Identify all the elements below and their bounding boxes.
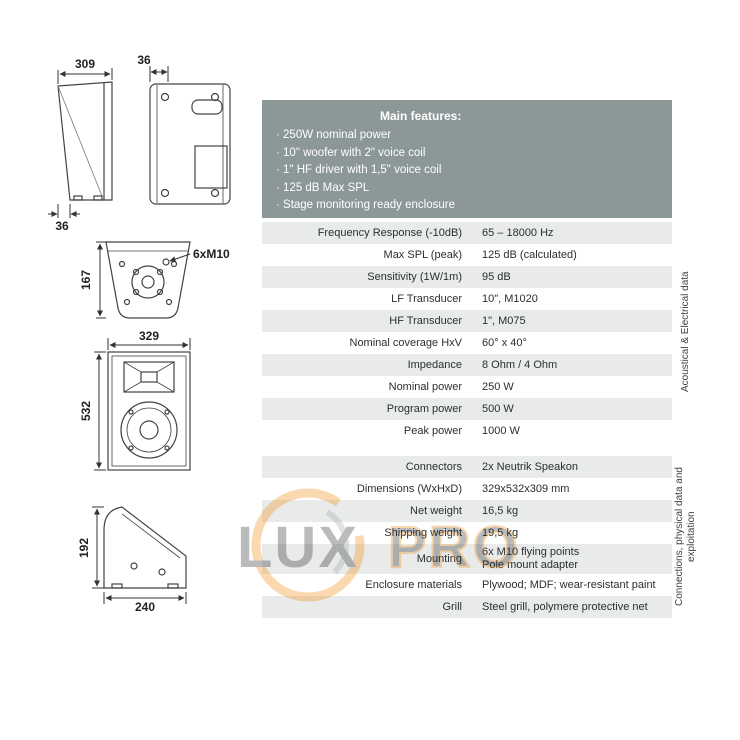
dim-329-label: 329 [139,329,159,343]
spec-row: Connectors 2x Neutrik Speakon [262,456,672,478]
spec-value: 95 dB [482,270,511,283]
spec-row: Program power 500 W [262,398,672,420]
spec-label: Max SPL (peak) [383,249,462,261]
feature-item: · 1" HF driver with 1,5" voice coil [276,164,442,176]
spec-label: LF Transducer [391,293,462,305]
spec-label: Connectors [405,461,462,473]
spec-label: Sensitivity (1W/1m) [367,271,462,283]
spec-label: Enclosure materials [365,579,462,591]
spec-row: Impedance 8 Ohm / 4 Ohm [262,354,672,376]
dim-240 [103,592,187,604]
wedge-view-drawing [103,506,187,589]
spec-value: 65 – 18000 Hz [482,226,554,239]
spec-row: LF Transducer 10", M1020 [262,288,672,310]
spec-row: Net weight 16,5 kg [262,500,672,522]
acoustic-table: Frequency Response (-10dB) 65 – 18000 Hz… [262,222,672,442]
spec-value: Steel grill, polymere protective net [482,600,648,613]
dim-240-label: 240 [135,600,155,614]
side-view-drawing [57,81,113,201]
spec-label: HF Transducer [389,315,462,327]
spec-row: HF Transducer 1", M075 [262,310,672,332]
physical-section-label: Connections, physical data and exploitat… [674,467,697,607]
spec-row: Nominal power 250 W [262,376,672,398]
spec-value: 125 dB (calculated) [482,248,577,261]
spec-value: 250 W [482,380,514,393]
spec-row: Grill Steel grill, polymere protective n… [262,596,672,618]
spec-row: Shipping weight 19,5 kg [262,522,672,544]
spec-row: Enclosure materials Plywood; MDF; wear-r… [262,574,672,596]
m10-label: 6xM10 [193,247,230,261]
spec-row: Mounting 6x M10 flying points Pole mount… [262,544,672,574]
spec-row: Nominal coverage HxV 60° x 40° [262,332,672,354]
feature-item: · 250W nominal power [276,129,392,141]
spec-label: Frequency Response (-10dB) [317,227,462,239]
spec-value: Plywood; MDF; wear-resistant paint [482,578,656,591]
physical-table: Connectors 2x Neutrik Speakon Dimensions… [262,456,672,618]
feature-item: · 10" woofer with 2" voice coil [276,146,426,159]
spec-value: 8 Ohm / 4 Ohm [482,358,558,371]
front-view-drawing [107,351,191,471]
spec-label: Nominal power [388,381,462,393]
spec-row: Peak power 1000 W [262,420,672,442]
spec-label: Shipping weight [384,527,462,539]
dim-532 [94,351,106,471]
dim-309 [57,68,113,84]
spec-label: Peak power [403,425,462,437]
dim-329 [107,338,191,350]
m10-leader [169,253,191,263]
spec-value: 329x532x309 mm [482,482,570,495]
spec-label: Dimensions (WxHxD) [356,483,462,495]
spec-label: Impedance [407,359,462,371]
dim-192-label: 192 [77,538,91,558]
spec-label: Net weight [410,505,462,517]
spec-label: Nominal coverage HxV [349,337,463,349]
dim-36-bottom [48,204,80,218]
acoustic-section-label: Acoustical & Electrical data [680,271,691,393]
dim-167-label: 167 [79,270,93,290]
spec-value: 2x Neutrik Speakon [482,460,578,473]
spec-row: Frequency Response (-10dB) 65 – 18000 Hz [262,222,672,244]
dim-167 [96,241,106,319]
dim-532-label: 532 [79,401,93,421]
top-view-drawing [105,241,191,319]
spec-value: 500 W [482,402,514,415]
spec-row: Sensitivity (1W/1m) 95 dB [262,266,672,288]
dim-36-top [149,66,169,82]
spec-value: 60° x 40° [482,336,527,349]
main-features-box: Main features: · 250W nominal power · 10… [262,100,672,218]
spec-value: 1000 W [482,424,520,437]
dim-192 [92,506,104,589]
rear-view-drawing [149,83,231,205]
dim-36-bottom-label: 36 [55,219,69,233]
spec-label: Mounting [416,553,462,565]
dim-309-label: 309 [75,57,95,71]
spec-row: Dimensions (WxHxD) 329x532x309 mm [262,478,672,500]
spec-value: 10", M1020 [482,292,538,305]
feature-item: · Stage monitoring ready enclosure [276,199,455,211]
spec-value: 16,5 kg [482,504,519,517]
spec-value: 1", M075 [482,314,526,327]
features-title: Main features: [380,109,462,123]
dim-36-top-label: 36 [137,53,151,67]
spec-value: 6x M10 flying points Pole mount adapter [482,546,580,571]
spec-value: 19,5 kg [482,526,519,539]
feature-item: · 125 dB Max SPL [276,181,370,194]
spec-label: Program power [386,403,462,415]
spec-row: Max SPL (peak) 125 dB (calculated) [262,244,672,266]
spec-label: Grill [442,601,462,613]
